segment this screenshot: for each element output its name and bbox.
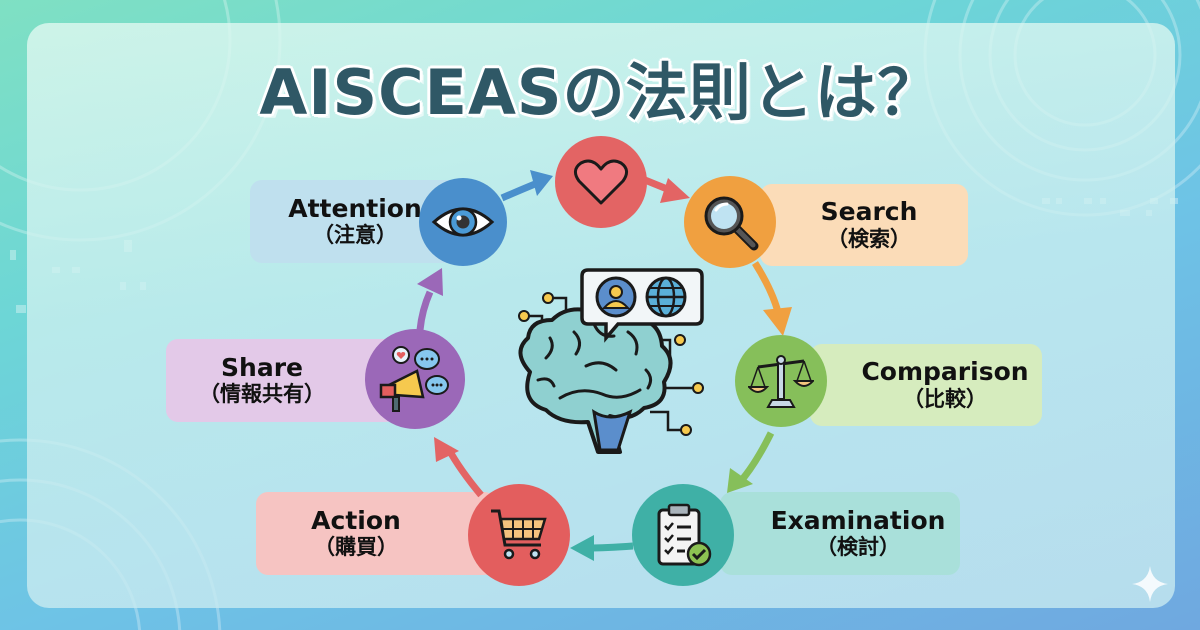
label-attention-en: Attention: [288, 193, 422, 223]
label-search-ja: （検索）: [827, 226, 911, 251]
magnifier-icon: [704, 196, 759, 251]
balance-scale-icon: [748, 355, 814, 408]
label-examination-ja: （検討）: [816, 535, 900, 560]
node-share: [365, 329, 465, 429]
globe-icon: [645, 276, 687, 318]
label-search: Search （検索）: [760, 184, 968, 266]
eye-icon: [431, 207, 495, 237]
label-comparison-ja: （比較）: [903, 386, 987, 411]
label-share: Share （情報共有）: [166, 339, 398, 422]
page-title: AISCEASの法則とは？: [259, 56, 941, 129]
label-action: Action （購買）: [256, 492, 496, 575]
megaphone-icon: [379, 346, 449, 412]
node-search: [684, 176, 776, 268]
node-action: [468, 484, 570, 586]
label-action-en: Action: [311, 505, 401, 535]
sparkle-icon: [1132, 566, 1168, 602]
label-share-en: Share: [221, 352, 303, 382]
heart-icon: [574, 159, 628, 205]
label-search-en: Search: [820, 197, 918, 227]
user-profile-icon: [595, 276, 637, 318]
label-examination-en: Examination: [770, 505, 946, 535]
shopping-cart-icon: [491, 509, 547, 560]
label-attention-ja: （注意）: [313, 223, 397, 248]
node-comparison: [735, 335, 827, 427]
label-examination: Examination （検討）: [720, 492, 960, 575]
node-examination: [632, 484, 734, 586]
clipboard-check-icon: [657, 503, 712, 567]
label-share-ja: （情報共有）: [199, 382, 325, 407]
label-comparison: Comparison （比較）: [810, 344, 1042, 426]
brain-network-icon: [518, 268, 704, 454]
label-comparison-en: Comparison: [861, 357, 1029, 387]
node-attention: [419, 178, 507, 266]
node-interest: [555, 136, 647, 228]
label-action-ja: （購買）: [314, 535, 398, 560]
